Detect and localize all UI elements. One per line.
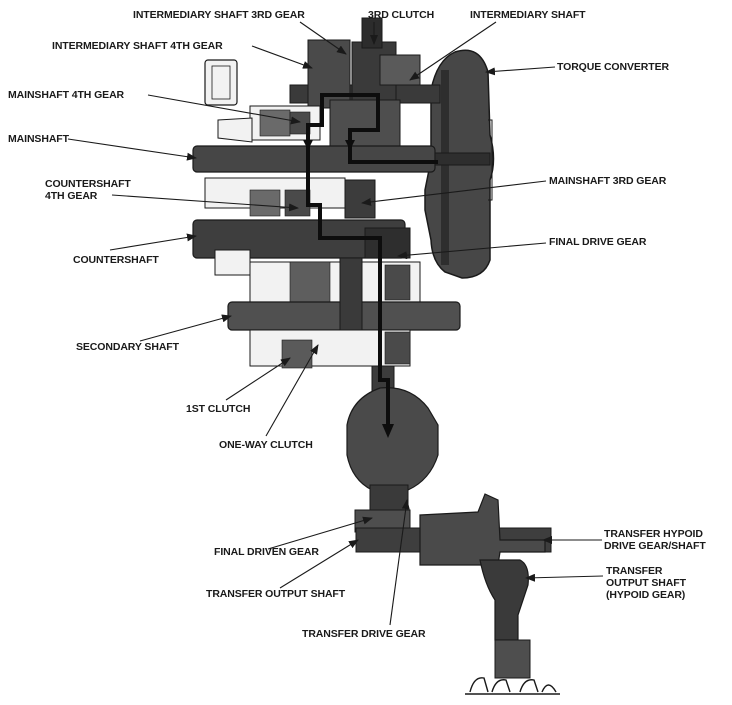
label-one-way-clutch: ONE-WAY CLUTCH bbox=[219, 439, 313, 451]
leader-lines bbox=[67, 21, 604, 626]
leader-transfer-drive-gear bbox=[389, 499, 410, 626]
label-transfer-hypoid-drive-gear-shaft: TRANSFER HYPOID DRIVE GEAR/SHAFT bbox=[604, 528, 706, 552]
leader-countershaft-4th-gear bbox=[111, 194, 299, 212]
leader-final-driven-gear bbox=[267, 516, 373, 550]
leader-mainshaft-3rd-gear bbox=[361, 180, 547, 206]
leader-one-way-clutch bbox=[265, 344, 319, 437]
label-countershaft-4th-gear-line1: COUNTERSHAFT bbox=[45, 178, 131, 190]
label-transfer-output-hypoid-line1: TRANSFER bbox=[606, 565, 663, 577]
label-3rd-clutch: 3RD CLUTCH bbox=[368, 9, 435, 21]
label-intermediary-shaft-3rd-gear: INTERMEDIARY SHAFT 3RD GEAR bbox=[133, 9, 305, 21]
leader-final-drive-gear bbox=[397, 242, 547, 260]
leader-mainshaft-4th-gear bbox=[147, 94, 301, 125]
label-countershaft-4th-gear: COUNTERSHAFT 4TH GEAR bbox=[45, 178, 131, 202]
leader-secondary-shaft bbox=[139, 314, 232, 342]
leader-torque-converter bbox=[485, 66, 556, 76]
leader-mainshaft bbox=[67, 138, 197, 161]
label-transfer-output-hypoid-line3: (HYPOID GEAR) bbox=[606, 589, 686, 601]
label-countershaft-4th-gear-line2: 4TH GEAR bbox=[45, 190, 98, 202]
label-final-drive-gear: FINAL DRIVE GEAR bbox=[549, 236, 647, 248]
power-flow-arrowheads bbox=[303, 140, 394, 438]
label-countershaft: COUNTERSHAFT bbox=[73, 254, 159, 266]
label-transfer-hypoid-line2: DRIVE GEAR/SHAFT bbox=[604, 540, 706, 552]
label-transfer-output-shaft-hypoid-gear: TRANSFER OUTPUT SHAFT (HYPOID GEAR) bbox=[606, 565, 686, 601]
label-final-driven-gear: FINAL DRIVEN GEAR bbox=[214, 546, 319, 558]
label-transfer-drive-gear: TRANSFER DRIVE GEAR bbox=[302, 628, 426, 640]
label-mainshaft-3rd-gear: MAINSHAFT 3RD GEAR bbox=[549, 175, 667, 187]
mainshaft-body bbox=[192, 145, 491, 219]
leader-intermediary-shaft-4th-gear bbox=[251, 45, 313, 69]
label-transfer-hypoid-line1: TRANSFER HYPOID bbox=[604, 528, 703, 540]
final-driven-gear-body bbox=[346, 365, 552, 553]
label-intermediary-shaft: INTERMEDIARY SHAFT bbox=[470, 9, 586, 21]
leader-countershaft bbox=[109, 233, 197, 251]
countershaft-body bbox=[192, 219, 411, 276]
power-flow-path bbox=[306, 93, 438, 430]
label-secondary-shaft: SECONDARY SHAFT bbox=[76, 341, 179, 353]
leader-transfer-output-shaft bbox=[279, 539, 359, 589]
label-mainshaft-4th-gear: MAINSHAFT 4TH GEAR bbox=[8, 89, 125, 101]
leader-intermediary-shaft-3rd-gear bbox=[299, 21, 347, 55]
label-mainshaft: MAINSHAFT bbox=[8, 133, 69, 145]
transfer-assembly bbox=[419, 493, 560, 695]
label-transfer-output-shaft: TRANSFER OUTPUT SHAFT bbox=[206, 588, 346, 600]
label-transfer-output-hypoid-line2: OUTPUT SHAFT bbox=[606, 577, 686, 589]
label-torque-converter: TORQUE CONVERTER bbox=[557, 61, 669, 73]
leader-1st-clutch bbox=[225, 357, 291, 401]
label-1st-clutch: 1ST CLUTCH bbox=[186, 403, 251, 415]
secondary-shaft-body bbox=[227, 257, 461, 369]
leader-transfer-output-hypoid bbox=[525, 573, 604, 582]
label-intermediary-shaft-4th-gear: INTERMEDIARY SHAFT 4TH GEAR bbox=[52, 40, 223, 52]
leader-intermediary-shaft bbox=[409, 21, 497, 81]
